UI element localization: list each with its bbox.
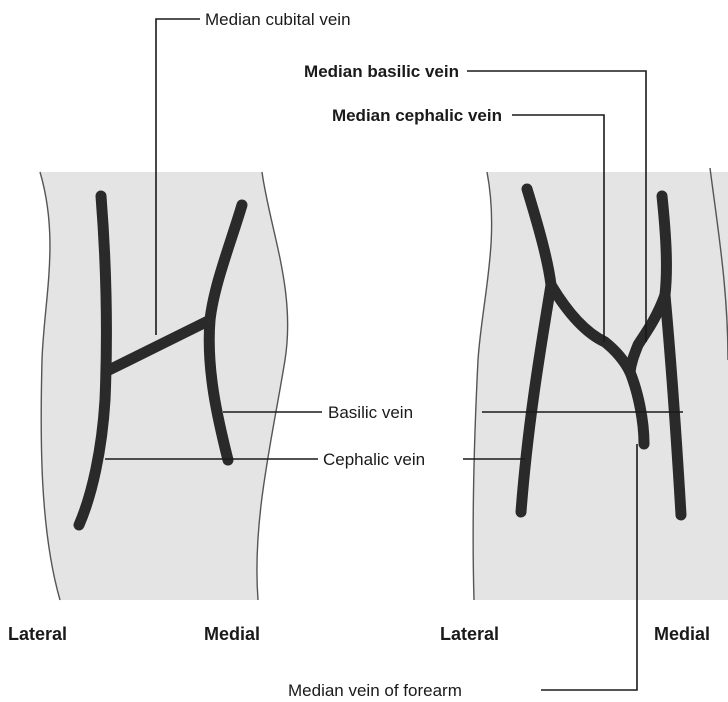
label-right-lateral: Lateral [440, 624, 499, 644]
label-left-medial: Medial [204, 624, 260, 644]
label-median-cubital-vein: Median cubital vein [205, 10, 351, 29]
right-arm-shading [473, 172, 728, 600]
left-arm [40, 19, 322, 600]
label-right-medial: Medial [654, 624, 710, 644]
label-median-basilic-vein: Median basilic vein [304, 62, 459, 81]
label-cephalic-vein: Cephalic vein [323, 450, 425, 469]
label-median-cephalic-vein: Median cephalic vein [332, 106, 502, 125]
label-left-lateral: Lateral [8, 624, 67, 644]
right-arm [463, 71, 728, 690]
left-arm-shading [40, 172, 288, 600]
label-basilic-vein: Basilic vein [328, 403, 413, 422]
label-median-vein-of-forearm: Median vein of forearm [288, 681, 462, 700]
